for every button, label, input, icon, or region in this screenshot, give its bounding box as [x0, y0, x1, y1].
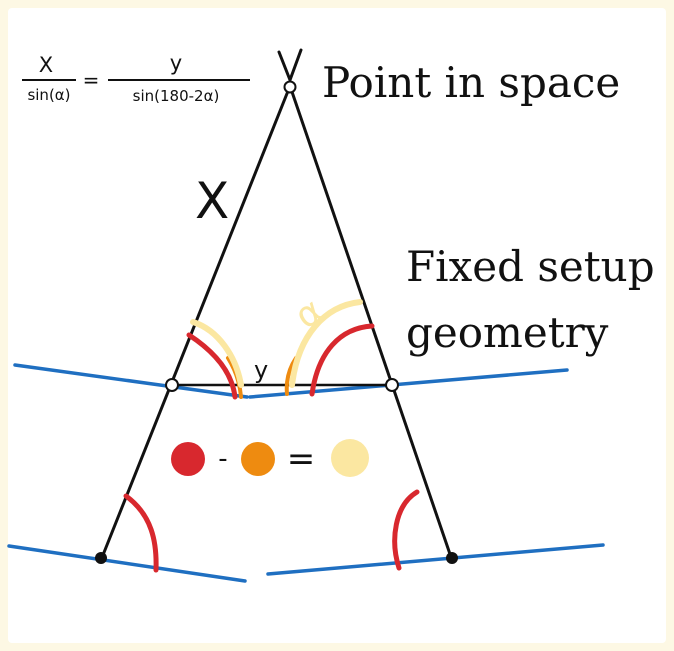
formula-y: y [170, 51, 182, 75]
lower-left-point-marker [95, 552, 107, 564]
red-dot [171, 442, 205, 476]
minus-sign: - [218, 444, 227, 474]
formula-equals: = [83, 68, 100, 92]
yellow-dot [331, 439, 369, 477]
geometry-label: geometry [406, 308, 609, 357]
apex-tick-mark [277, 48, 303, 82]
red-angle-arc-upper-right [309, 323, 375, 397]
formula-sin-alpha: sin(α) [27, 86, 70, 104]
red-angle-arc-lower-right [392, 489, 420, 571]
yellow-angle-arc-left [190, 319, 244, 388]
point-in-space-label: Point in space [322, 58, 621, 107]
lower-right-plane-line [266, 543, 605, 576]
red-angle-arc-lower-left [123, 493, 159, 573]
upper-right-plane-line [248, 368, 569, 399]
yellow-angle-arc-right [289, 299, 363, 388]
red-angle-arc-upper-left [186, 332, 238, 400]
lower-left-plane-line [7, 544, 247, 583]
formula-x: X [39, 53, 53, 77]
lower-right-point-marker [446, 552, 458, 564]
orange-dot [241, 442, 275, 476]
side-x-label: X [195, 172, 229, 230]
base-y-label: y [254, 356, 268, 384]
right-intersection-marker [385, 378, 399, 392]
right-ray-line [288, 85, 454, 561]
left-intersection-marker [165, 378, 179, 392]
formula-sin-180-2alpha: sin(180-2α) [133, 87, 220, 105]
fixed-setup-label: Fixed setup [406, 242, 655, 291]
equals-sign: = [287, 439, 316, 479]
apex-point-marker [283, 80, 297, 94]
upper-left-plane-line [13, 363, 249, 399]
diagram-canvas [8, 8, 666, 643]
